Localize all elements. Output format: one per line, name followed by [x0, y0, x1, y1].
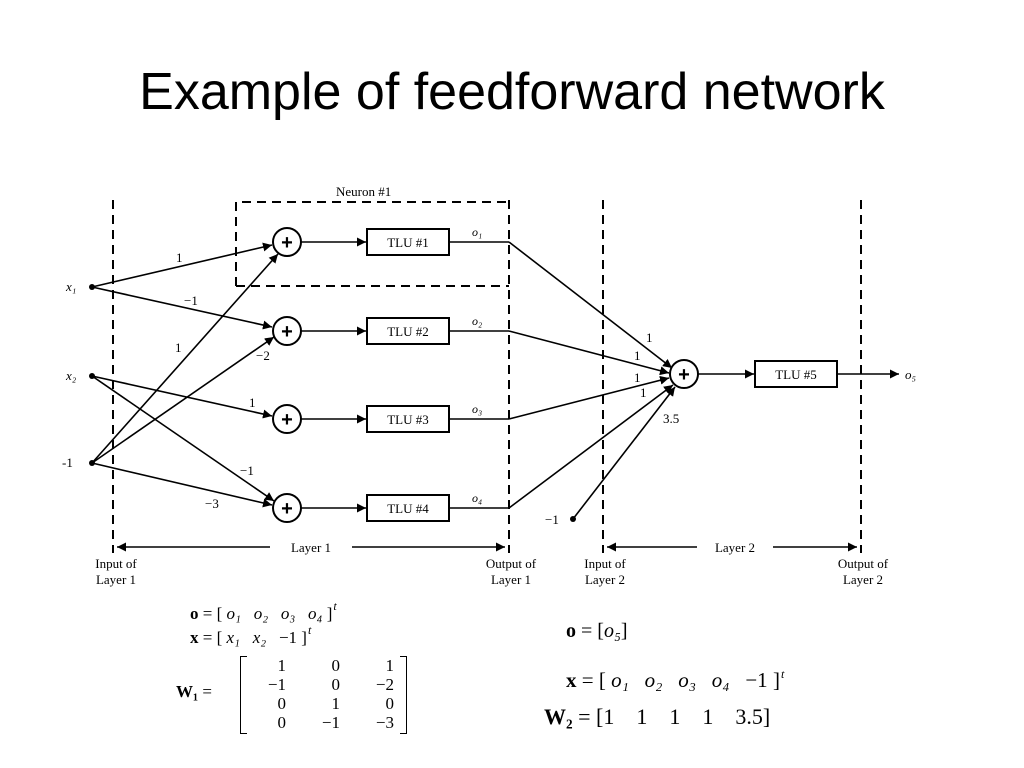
- slide-title: Example of feedforward network: [139, 63, 885, 121]
- weight-x1-n2: −1: [184, 293, 198, 308]
- w1-cell: −1: [267, 675, 286, 694]
- sum-symbol-4: +: [281, 498, 293, 520]
- input-node-x1: [89, 284, 95, 290]
- weight-bias-n1: 1: [175, 340, 182, 355]
- sum-symbol-5: +: [678, 364, 690, 386]
- layer1-label: Layer 1: [291, 540, 331, 555]
- equation-w2-vector: W₂ = [1 1 1 1 3.5]: [544, 704, 771, 729]
- tlu5-label: TLU #5: [775, 367, 817, 382]
- edge-bias-sum1: [91, 253, 279, 464]
- eq-x-val-1: x₁: [226, 628, 240, 647]
- weight-x1-n1: 1: [176, 250, 183, 265]
- edge-o1-sum5: [508, 241, 673, 369]
- edge-o4-sum5: [508, 384, 674, 509]
- weight-x2-n4: −1: [240, 463, 254, 478]
- w1-cell: −3: [375, 713, 394, 732]
- output-layer2-label-line2: Layer 2: [843, 572, 883, 587]
- eq-o5-val: o₅: [603, 620, 621, 642]
- eq-x-lhs: x: [190, 628, 199, 647]
- diagram-group: Neuron #1 TLU #1 TLU #2 TLU #3 TLU #4 TL…: [62, 184, 916, 587]
- bias2-label: −1: [545, 512, 559, 527]
- equation-o-output: o = [o₅]: [566, 620, 628, 642]
- neuron1-label: Neuron #1: [336, 184, 391, 199]
- equation-x-layer2: x = [ o₁ o₂ o₃ o₄ −1 ]t: [566, 667, 785, 692]
- weight-bias-n2: −2: [256, 348, 270, 363]
- eq-o-val-4: o₄: [308, 604, 323, 623]
- eq-w1-lhs: W₁: [176, 682, 199, 701]
- input-layer1-label-line2: Layer 1: [96, 572, 136, 587]
- tlu4-label: TLU #4: [387, 501, 429, 516]
- input-label-x2: x₂: [65, 368, 77, 383]
- eq-x-val-3: −1: [278, 628, 298, 647]
- eq-o-val-3: o₃: [280, 604, 296, 623]
- edge-x2-sum3: [91, 375, 273, 419]
- eq-o-val-1: o₁: [226, 604, 241, 623]
- diagram-group: [91, 200, 899, 553]
- diagram-group: [89, 284, 576, 522]
- w1-cell: −1: [321, 713, 340, 732]
- neuron1-group-box: [235, 201, 509, 287]
- tlu3-label: TLU #3: [387, 412, 429, 427]
- output-label-o3: o₃: [472, 402, 482, 416]
- output-label-o2: o₂: [472, 314, 482, 328]
- w1-cell: −2: [375, 675, 394, 694]
- edge-x2-sum4: [91, 375, 275, 502]
- edge-bias-sum2: [91, 336, 275, 464]
- edge-bias-sum4: [91, 462, 273, 508]
- w1-cell: 0: [385, 694, 395, 713]
- output-label-o5: o₅: [905, 367, 916, 382]
- diagram-group: + + + + +: [281, 232, 690, 520]
- output-layer1-label-line1: Output of: [486, 556, 537, 571]
- feedforward-network-diagram: + + + + + Neuron #1 TLU #1 TLU #2 TLU #3…: [62, 184, 916, 587]
- weight-o3-n5: 1: [634, 370, 641, 385]
- input-label-bias: -1: [62, 455, 73, 470]
- input-node-bias: [89, 460, 95, 466]
- edge-bias2-sum5: [572, 386, 676, 520]
- layer2-label: Layer 2: [715, 540, 755, 555]
- edge-o3-sum5: [508, 375, 670, 420]
- output-layer1-label-line2: Layer 1: [491, 572, 531, 587]
- weight-bias-n5: 3.5: [663, 411, 679, 426]
- w1-right-bracket: [400, 656, 407, 734]
- sum-symbol-3: +: [281, 409, 293, 431]
- input-layer2-label-line1: Input of: [584, 556, 626, 571]
- w1-cell: 0: [277, 713, 287, 732]
- sum-symbol-1: +: [281, 232, 293, 254]
- sum-symbol-2: +: [281, 321, 293, 343]
- input-layer1-label-line1: Input of: [95, 556, 137, 571]
- weight-x2-n3: 1: [249, 395, 256, 410]
- edge-x1-sum1: [91, 242, 273, 288]
- w1-cell: 1: [385, 656, 395, 675]
- equation-o-vector: o = [ o₁ o₂ o₃ o₄ ]t: [190, 599, 337, 623]
- weight-bias-n4: −3: [205, 496, 219, 511]
- edge-x1-sum2: [91, 286, 273, 330]
- edge-o2-sum5: [508, 330, 670, 376]
- w1-cell: 0: [331, 675, 341, 694]
- output-label-o4: o₄: [472, 491, 482, 505]
- equation-x-vector: x = [ x₁ x₂ −1 ]t: [190, 623, 312, 647]
- w1-left-bracket: [240, 656, 247, 734]
- weight-o2-n5: 1: [634, 348, 641, 363]
- input-label-x1: x₁: [65, 279, 76, 294]
- tlu1-label: TLU #1: [387, 235, 429, 250]
- output-label-o1: o₁: [472, 225, 482, 239]
- weight-o1-n5: 1: [646, 330, 653, 345]
- eq-o-val-2: o₂: [253, 604, 269, 623]
- w1-cell: 0: [331, 656, 341, 675]
- w1-cell: 1: [277, 656, 287, 675]
- eq-x-val-2: x₂: [252, 628, 267, 647]
- tlu2-label: TLU #2: [387, 324, 429, 339]
- w1-cell: 0: [277, 694, 287, 713]
- bias2-node: [570, 516, 576, 522]
- w1-cell: 1: [331, 694, 341, 713]
- weight-o4-n5: 1: [640, 385, 647, 400]
- input-node-x2: [89, 373, 95, 379]
- input-layer2-label-line2: Layer 2: [585, 572, 625, 587]
- eq-o-lhs: o: [190, 604, 199, 623]
- output-layer2-label-line1: Output of: [838, 556, 889, 571]
